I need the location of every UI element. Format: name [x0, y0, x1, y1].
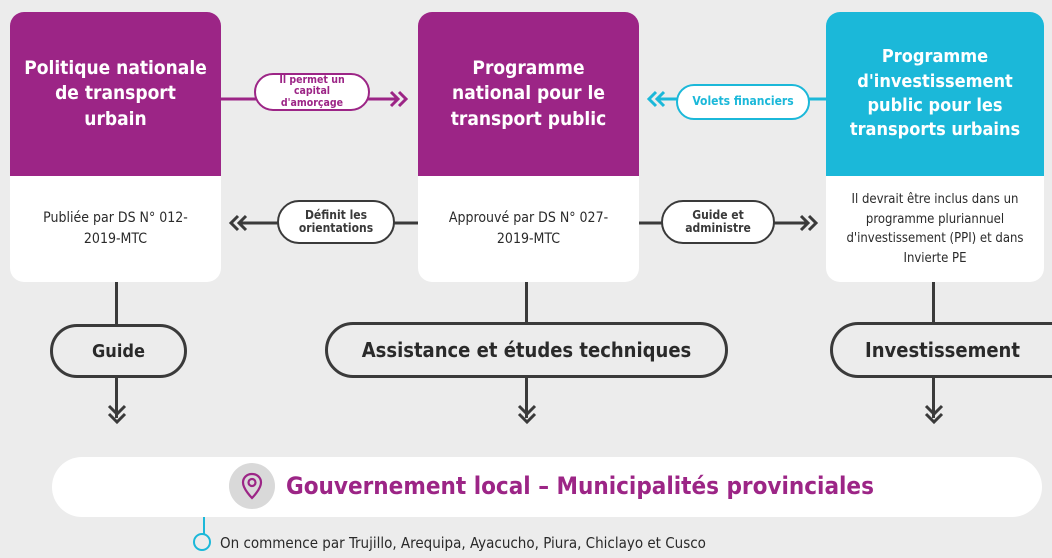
card-politique-nationale-body: Publiée par DS N° 012-2019-MTC: [43, 210, 188, 247]
connector-definit-orientations: Définit les orientations: [277, 200, 395, 244]
connector-volets-financiers: Volets financiers: [676, 84, 810, 120]
stem-center-bottom: [525, 378, 528, 418]
output-guide: Guide: [50, 324, 187, 378]
card-programme-investissement-title: Programme d'investissement public pour l…: [826, 12, 1044, 176]
output-assistance-etudes: Assistance et études techniques: [325, 322, 728, 378]
card-politique-nationale: Politique nationale de transport urbain …: [10, 12, 221, 282]
stem-center-top: [525, 282, 528, 324]
chevron-down-icon: [924, 404, 944, 425]
circle-marker-icon: [193, 533, 211, 551]
cities-note: On commence par Trujillo, Arequipa, Ayac…: [220, 534, 706, 552]
local-government-banner: [52, 457, 1042, 517]
connector-line-bottom: [203, 517, 205, 537]
location-pin-icon: [241, 472, 263, 500]
stem-left-bottom: [115, 378, 118, 418]
card-programme-national: Programme national pour le transport pub…: [418, 12, 639, 282]
stem-right-bottom: [932, 378, 935, 418]
card-politique-nationale-title: Politique nationale de transport urbain: [10, 12, 221, 176]
card-programme-national-title: Programme national pour le transport pub…: [418, 12, 639, 176]
connector-capital-amorcage: Il permet un capital d'amorçage: [254, 73, 370, 111]
stem-right-top: [932, 282, 935, 324]
local-government-title: Gouvernement local – Municipalités provi…: [286, 472, 874, 500]
stem-left-top: [115, 282, 118, 324]
card-programme-investissement-body: Il devrait être inclus dans un programme…: [846, 192, 1024, 266]
location-pin-badge: [229, 463, 275, 509]
connector-guide-administre: Guide et administre: [661, 200, 775, 244]
card-programme-investissement: Programme d'investissement public pour l…: [826, 12, 1044, 282]
chevron-down-icon: [107, 404, 127, 425]
card-programme-national-body: Approuvé par DS N° 027-2019-MTC: [448, 210, 609, 247]
chevron-down-icon: [517, 404, 537, 425]
output-investissement: Investissement: [830, 322, 1052, 378]
